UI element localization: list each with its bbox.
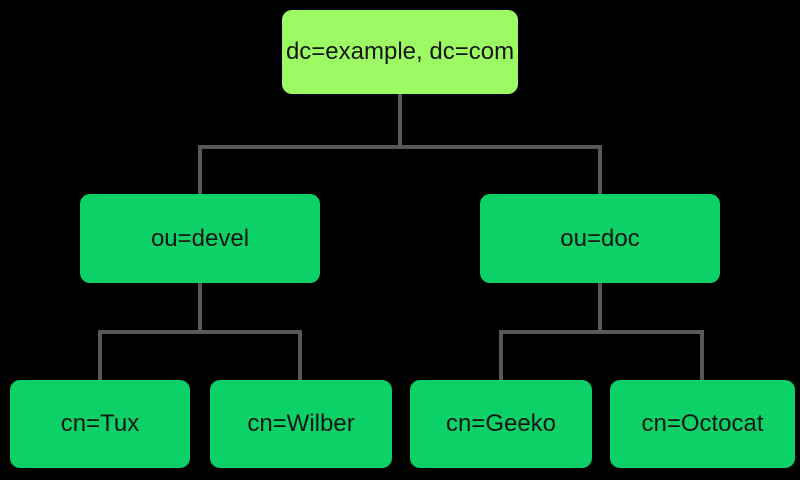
- connector-doc-stem: [598, 283, 602, 334]
- connector-root-stem: [398, 94, 402, 149]
- tree-node-root-label: dc=example, dc=com: [285, 38, 515, 65]
- connector-octocat-drop: [700, 330, 704, 380]
- connector-doc-drop: [598, 145, 602, 194]
- connector-devel-stem: [198, 283, 202, 334]
- connector-doc-crossbar: [499, 330, 704, 334]
- tree-node-cn-octocat: cn=Octocat: [610, 380, 795, 468]
- connector-devel-drop: [198, 145, 202, 194]
- tree-node-cn-geeko: cn=Geeko: [410, 380, 592, 468]
- tree-node-ou-devel: ou=devel: [80, 194, 320, 283]
- tree-node-cn-tux-label: cn=Tux: [60, 410, 140, 437]
- connector-root-crossbar: [198, 145, 602, 149]
- tree-node-root: dc=example, dc=com: [282, 10, 518, 94]
- tree-node-ou-devel-label: ou=devel: [150, 224, 250, 252]
- tree-node-cn-geeko-label: cn=Geeko: [445, 410, 557, 437]
- connector-devel-crossbar: [98, 330, 302, 334]
- connector-tux-drop: [98, 330, 102, 380]
- tree-node-cn-octocat-label: cn=Octocat: [641, 410, 764, 437]
- tree-node-ou-doc: ou=doc: [480, 194, 720, 283]
- tree-node-ou-doc-label: ou=doc: [560, 224, 640, 252]
- tree-node-cn-wilber: cn=Wilber: [210, 380, 392, 468]
- connector-geeko-drop: [499, 330, 503, 380]
- tree-node-cn-wilber-label: cn=Wilber: [247, 410, 355, 437]
- connector-wilber-drop: [298, 330, 302, 380]
- tree-node-cn-tux: cn=Tux: [10, 380, 190, 468]
